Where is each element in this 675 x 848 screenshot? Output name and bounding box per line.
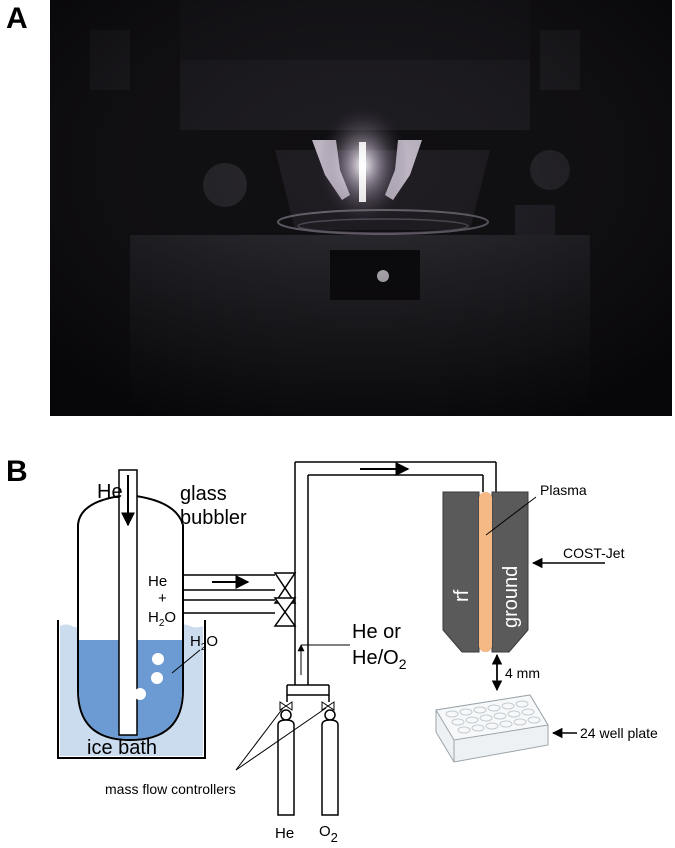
label-well-plate: 24 well plate (580, 725, 658, 741)
label-he-or: He or (352, 621, 401, 643)
label-cost-jet: COST-Jet (563, 545, 625, 561)
label-mass-flow: mass flow controllers (105, 781, 236, 797)
bubble (134, 688, 146, 700)
gas-cylinder-o2 (321, 719, 339, 816)
label-he-plus-1: He (148, 573, 167, 590)
panel-label-b: B (6, 455, 28, 488)
label-cyl-o2: O2 (319, 823, 338, 845)
bubble (151, 672, 163, 684)
valve-lower (273, 597, 297, 627)
label-cyl-he: He (275, 825, 294, 842)
label-he-plus-2: + (158, 590, 167, 607)
label-gap: 4 mm (505, 665, 540, 681)
label-he-o2: He/O2 (352, 647, 407, 672)
rf-electrode (442, 491, 480, 653)
bubble (154, 624, 166, 636)
setup-schematic: He glass bubbler He + H2O H2O ice bath H… (57, 461, 658, 845)
inlet-tube (118, 469, 138, 736)
label-bubbler: bubbler (180, 507, 247, 529)
label-he-inlet: He (97, 481, 123, 503)
label-ice-bath: ice bath (87, 737, 157, 759)
label-ground: ground (500, 566, 522, 628)
bubble (152, 653, 164, 665)
panel-label-a: A (6, 2, 28, 35)
mfc-o2-icon (321, 701, 335, 711)
label-he-plus-h2o: H2O (148, 609, 176, 629)
bubble (161, 606, 173, 618)
label-plasma: Plasma (540, 482, 587, 498)
label-glass: glass (180, 483, 227, 505)
gas-cylinder-he (277, 719, 295, 816)
plasma-jet-photo (50, 0, 672, 416)
label-rf: rf (451, 589, 473, 602)
valve-upper (273, 572, 297, 604)
label-h2o: H2O (190, 633, 218, 653)
ice-bath-container (57, 620, 206, 759)
plasma-channel (479, 492, 492, 652)
